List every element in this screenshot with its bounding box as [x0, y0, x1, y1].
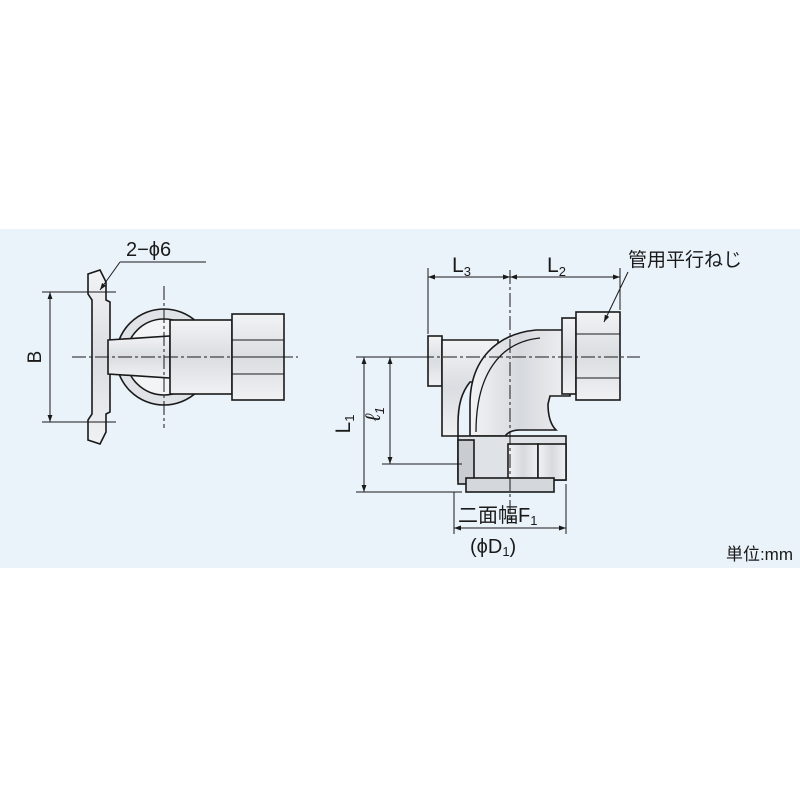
small-l1-sub: 1 — [372, 407, 387, 414]
thread-leader — [603, 271, 629, 323]
hole-callout-leader — [99, 261, 206, 291]
l2-main: L — [547, 254, 559, 277]
drawing-panel — [0, 229, 800, 568]
small-l1-main: ℓ — [362, 413, 385, 422]
front-view — [427, 311, 621, 493]
elbow-curve-outer — [475, 337, 541, 433]
diameter-label: (ϕD1) — [470, 536, 516, 559]
l1-sub: 1 — [342, 415, 357, 422]
lower-hex-nut-left — [507, 443, 539, 481]
flats-main: 二面幅F — [458, 504, 530, 527]
side-view — [87, 269, 285, 445]
l2-sub: 2 — [559, 264, 566, 279]
dimension-l2-label: L2 — [547, 254, 566, 279]
thread-note-label: 管用平行ねじ — [628, 249, 742, 271]
lower-hex-nut-right — [537, 443, 567, 481]
dimension-b-label: B — [25, 351, 46, 364]
side-centerlines — [72, 286, 298, 428]
dimension-l3-label: L3 — [452, 254, 471, 279]
thread-outlet-collar — [561, 317, 577, 395]
diameter-close: ) — [510, 536, 517, 558]
thread-outlet-body — [575, 311, 621, 401]
flats-sub: 1 — [530, 513, 537, 528]
l1-main: L — [332, 422, 355, 434]
hole-callout-arrow — [99, 261, 121, 291]
hole-callout-label: 2−ϕ6 — [126, 239, 171, 261]
dimension-l1-label: L1 — [332, 415, 357, 434]
diameter-sub: 1 — [502, 544, 509, 559]
l3-main: L — [452, 254, 464, 277]
front-centerlines — [420, 270, 640, 520]
diameter-open: (ϕD — [470, 536, 502, 558]
unit-note: 単位:mm — [726, 545, 793, 564]
flats-width-label: 二面幅F1 — [458, 504, 537, 528]
left-dimensions — [356, 356, 462, 493]
top-dimensions — [427, 268, 629, 334]
l3-sub: 3 — [464, 264, 471, 279]
dimension-small-l1-label: ℓ1 — [362, 407, 387, 422]
left-socket-end — [427, 335, 443, 387]
bottom-dimensions — [453, 484, 567, 534]
dimension-b — [42, 291, 116, 423]
